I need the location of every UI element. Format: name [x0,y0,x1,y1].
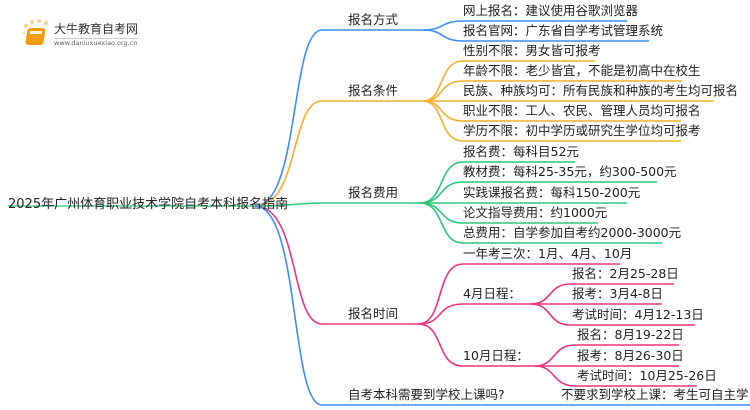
root-topic: 2025年广州体育职业技术学院自考本科报名指南 [8,197,289,212]
logo: 大牛教育自考网 www.daniuxuexiao.org.cn [20,18,139,48]
logo-url: www.daniuxuexiao.org.cn [54,37,139,47]
october-item: 报名：8月19-22日 [577,327,684,342]
branch-method: 报名方式 [348,12,399,27]
condition-item: 民族、种族均可：所有民族和种族的考生均可报名 [463,83,739,98]
branch-conditions: 报名条件 [348,83,399,98]
october-item: 考试时间：10月25-26日 [577,368,717,383]
fee-item: 实践课报名费：每科150-200元 [463,185,641,200]
april-item: 报考：3月4-8日 [572,286,663,301]
fee-item: 报名费：每科目52元 [463,144,579,159]
october-item: 报考：8月26-30日 [577,348,684,363]
fee-item: 教材费：每科25-35元，约300-500元 [463,164,677,179]
time-yearly: 一年考三次：1月、4月、10月 [463,246,633,261]
april-item: 考试时间：4月12-13日 [572,307,704,322]
book-logo-icon [22,19,48,45]
method-item: 报名官网：广东省自学考试管理系统 [463,23,664,38]
class-answer: 不要求到学校上课：考生可自主学习 [561,387,750,402]
condition-item: 性别不限：男女皆可报考 [463,43,601,58]
fee-item: 总费用：自学参加自考约2000-3000元 [463,225,682,240]
branch-fees: 报名费用 [348,185,399,200]
condition-item: 年龄不限：老少皆宜，不能是初高中在校生 [463,63,701,78]
fee-item: 论文指导费用：约1000元 [463,205,608,220]
october-schedule: 10月日程： [463,348,529,363]
branch-time: 报名时间 [348,306,399,321]
branch-class: 自考本科需要到学校上课吗? [348,387,505,402]
april-schedule: 4月日程： [463,286,521,301]
method-item: 网上报名：建议使用谷歌浏览器 [463,3,639,18]
logo-title: 大牛教育自考网 [54,21,139,36]
condition-item: 学历不限：初中学历或研究生学位均可报考 [463,123,701,138]
condition-item: 职业不限：工人、农民、管理人员均可报名 [463,103,701,118]
april-item: 报名：2月25-28日 [572,266,679,281]
